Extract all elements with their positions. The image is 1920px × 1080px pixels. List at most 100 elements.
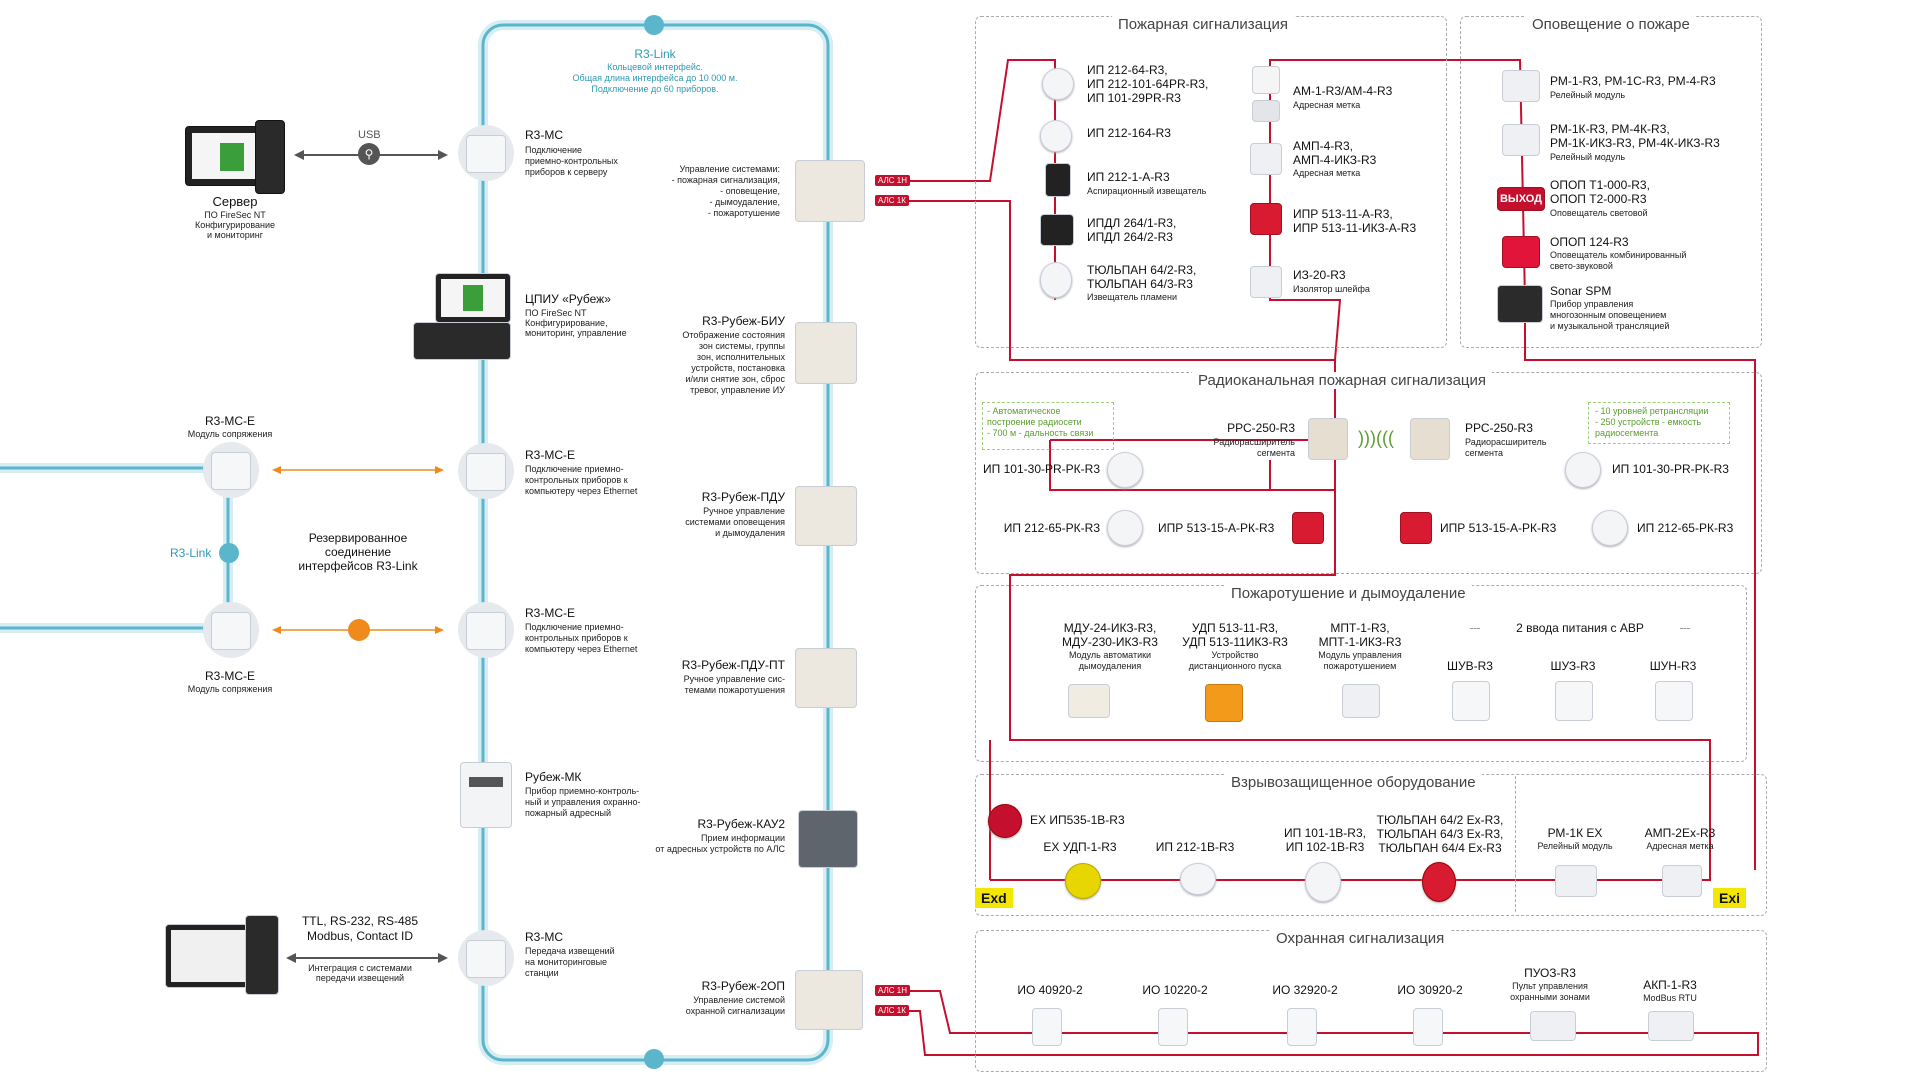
fire-l4-1: ТЮЛЬПАН 64/2-R3, [1087,263,1197,277]
ex-heat-detector-icon [1180,863,1216,895]
ttl-line-1: TTL, RS-232, RS-485 [301,914,419,928]
ex-i1: EX УДП-1-R3 [1043,840,1117,854]
pdupt-device [795,648,857,708]
sec-i5: ПУОЗ-R3 [1524,966,1576,980]
rrs-left-s1: Радиорасширитель [1213,437,1295,447]
ex-flame-detector-icon [988,804,1022,838]
heat-detector-icon [1040,120,1072,152]
cpiu-title: ЦПИУ «Рубеж» [525,292,611,306]
fire-l4-sub: Извещатель пламени [1087,292,1177,302]
mgmt-2: - пожарная сигнализация, [671,175,780,185]
section-extinguishing [975,585,1747,762]
mk-title: Рубеж-МК [525,770,582,784]
cpiu-desc-1: ПО FireSec NT [525,308,587,318]
sonar-device-icon [1497,285,1543,323]
mce-1-desc-1: Подключение приемно- [525,464,624,474]
mce-left-1-title: R3-МС-Е [205,414,255,428]
remote-start-icon [1205,684,1243,722]
mce-left-1-sub: Модуль сопряжения [187,429,273,439]
biu-4: устройств, постановка [691,363,785,373]
rrs-right-device [1410,418,1450,460]
fire-l0-3: ИП 101-29PR-R3 [1087,91,1181,105]
ext-power: 2 ввода питания с АВР [1516,621,1644,635]
ext-i2-s1: Устройство [1211,650,1259,660]
fire-l3-2: ИПДЛ 264/2-R3 [1087,230,1173,244]
sec-i2: ИО 10220-2 [1142,983,1208,997]
alert-3-s2: свето-звуковой [1550,261,1613,271]
radio-smoke-left-icon [1107,452,1143,488]
ext-i3-2: МПТ-1-ИКЗ-R3 [1318,635,1402,649]
sec-i6: АКП-1-R3 [1643,978,1697,992]
ex-i3b: ИП 102-1В-R3 [1285,840,1365,854]
alert-1-1: РМ-1К-R3, РМ-4К-R3, [1550,122,1670,136]
power-bracket-left [1470,628,1480,629]
kau2-title: R3-Рубеж-КАУ2 [697,817,785,831]
ex-i2: ИП 212-1В-R3 [1155,840,1235,854]
radio-section-title: Радиоканальная пожарная сигнализация [1192,372,1493,389]
ex-top: EX ИП535-1В-R3 [1030,813,1125,827]
fire-l2-1: ИП 212-1-А-R3 [1087,170,1170,184]
address-tag-icon [1252,66,1280,94]
radio-note-left [982,402,1114,450]
cpiu-desc-2: Конфигурирование, [525,318,608,328]
shuz-cabinet-icon [1555,681,1593,721]
shuv-cabinet-icon [1452,681,1490,721]
amp-module-icon [1250,143,1282,175]
biu-1: Отображение состояния [682,330,785,340]
alert-section-title: Оповещение о пожаре [1526,16,1696,33]
biu-5: и/или снятие зон, сброс [685,374,785,384]
als-1k-badge: АЛС 1К [875,195,909,206]
biu-device [795,322,857,384]
alert-2-1: ОПОП Т1-000-R3, [1550,178,1650,192]
radio-g2: построение радиосети [987,417,1082,427]
usb-icon: ⚲ [358,143,380,165]
pdu-title: R3-Рубеж-ПДУ [701,490,785,504]
fire-r0-sub: Адресная метка [1293,100,1361,110]
radio-g3: - 700 м - дальность связи [987,428,1094,438]
fire-r3-1: ИЗ-20-R3 [1293,268,1346,282]
r3link-desc-2: Общая длина интерфейса до 10 000 м. [572,73,738,83]
radio-heat-left-icon [1107,510,1143,546]
r3link-desc-1: Кольцевой интерфейс. [607,62,703,72]
mce-1-title: R3-МС-Е [525,448,575,462]
op2-title: R3-Рубеж-2ОП [701,979,785,993]
address-tag-icon-2 [1252,100,1280,122]
mdu-module-icon [1068,684,1110,718]
mgmt-3: - оповещение, [720,186,780,196]
radio-l-d2: ИП 212-65-РК-R3 [1003,521,1100,535]
rrs-left-device [1308,418,1348,460]
ext-i2-1: УДП 513-11-R3, [1191,621,1279,635]
r3link-left-label: R3-Link [170,546,212,560]
alert-0-1: РМ-1-R3, РМ-1С-R3, РМ-4-R3 [1550,74,1716,88]
server-tower [255,120,285,194]
sec-i5s1: Пульт управления [1512,981,1588,991]
server-desc-1: ПО FireSec NT [204,210,266,220]
ex-i3a: ИП 101-1В-R3, [1284,826,1366,840]
manual-call-point-icon [1250,203,1282,235]
kau2-2: от адресных устройств по АЛС [655,844,785,854]
fire-r0-1: АМ-1-R3/АМ-4-R3 [1293,84,1393,98]
relay-module-icon [1502,70,1540,102]
radio-r-d1: ИП 101-30-PR-РК-R3 [1612,462,1729,476]
alert-3-s1: Оповещатель комбинированный [1550,250,1687,260]
kau2-device [798,810,858,868]
relay-module-icon-2 [1502,124,1540,156]
r3mc-1-desc-3: приборов к серверу [525,167,608,177]
r3mc-1-desc-1: Подключение [525,145,583,155]
radio-note-right [1588,402,1730,444]
ttl-sub-2: передачи извещений [315,973,405,983]
pdu-3: и дымоудаления [715,528,785,538]
radio-mcp-right-icon [1400,512,1432,544]
fire-l2-sub: Аспирационный извещатель [1087,186,1207,196]
reserved-3: интерфейсов R3-Link [298,559,418,573]
fire-l1-1: ИП 212-164-R3 [1087,126,1171,140]
r3link-ring-icon-bottom [644,1049,664,1069]
mgmt-4: - дымоудаление, [709,197,780,207]
ex-address-tag-icon [1662,865,1702,897]
ext-section-title: Пожаротушение и дымоудаление [1225,585,1472,602]
biu-title: R3-Рубеж-БИУ [702,314,785,328]
ext-i1-1: МДУ-24-ИКЗ-R3, [1063,621,1157,635]
radio-smoke-right-icon [1565,452,1601,488]
ext-i2-2: УДП 513-11ИКЗ-R3 [1182,635,1288,649]
pdu-device [795,486,857,546]
